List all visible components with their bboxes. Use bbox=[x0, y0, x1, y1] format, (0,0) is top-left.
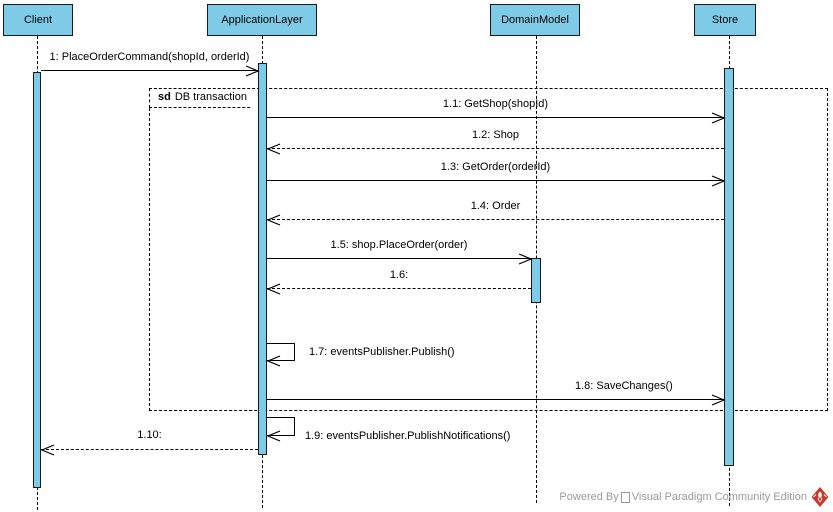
message-1-2-line[interactable] bbox=[267, 148, 724, 149]
lifeline-name-applicationlayer: ApplicationLayer bbox=[221, 14, 303, 26]
message-1-9-selfloop[interactable] bbox=[267, 417, 295, 436]
watermark-text-before: Powered By bbox=[559, 491, 619, 503]
message-1-10-label[interactable]: 1.10: bbox=[137, 429, 162, 441]
message-1-8-line[interactable] bbox=[267, 399, 724, 400]
visual-paradigm-logo-icon bbox=[811, 487, 829, 507]
message-1-7-selfloop[interactable] bbox=[267, 343, 295, 361]
lifeline-name-store: Store bbox=[711, 14, 739, 26]
lifeline-head-domainmodel[interactable]: DomainModel bbox=[490, 4, 580, 36]
message-1-arrowhead bbox=[245, 64, 260, 77]
message-1-line[interactable] bbox=[41, 70, 258, 71]
message-1-5-label[interactable]: 1.5: shop.PlaceOrder(order) bbox=[330, 239, 468, 251]
message-1-3-label[interactable]: 1.3: GetOrder(orderId) bbox=[440, 161, 551, 173]
lifeline-head-store[interactable]: Store bbox=[694, 4, 756, 36]
missing-glyph-box bbox=[620, 491, 630, 503]
lifeline-head-applicationlayer[interactable]: ApplicationLayer bbox=[207, 4, 317, 36]
message-1-3-arrowhead bbox=[711, 174, 726, 187]
fragment-operator: sd bbox=[158, 91, 171, 103]
message-1-5-line[interactable] bbox=[267, 258, 531, 259]
message-1-6-line[interactable] bbox=[267, 288, 531, 289]
message-1-6-label[interactable]: 1.6: bbox=[389, 269, 409, 281]
message-1-2-label[interactable]: 1.2: Shop bbox=[471, 129, 520, 141]
fragment-db-transaction[interactable] bbox=[149, 88, 828, 411]
activation-bar-client[interactable] bbox=[33, 72, 41, 488]
message-1-5-arrowhead bbox=[518, 252, 533, 265]
message-1-4-arrowhead bbox=[266, 213, 281, 226]
message-1-7-label[interactable]: 1.7: eventsPublisher.Publish() bbox=[309, 346, 455, 358]
watermark: Powered By Visual Paradigm Community Edi… bbox=[559, 487, 829, 507]
message-1-label[interactable]: 1: PlaceOrderCommand(shopId, orderId) bbox=[49, 51, 250, 63]
message-1-9-arrowhead bbox=[266, 430, 281, 442]
fragment-name: DB transaction bbox=[174, 91, 247, 103]
message-1-9-label[interactable]: 1.9: eventsPublisher.PublishNotification… bbox=[305, 430, 511, 442]
watermark-text-after: Visual Paradigm Community Edition bbox=[631, 491, 807, 503]
message-1-3-line[interactable] bbox=[267, 180, 724, 181]
message-1-1-line[interactable] bbox=[267, 117, 724, 118]
lifeline-name-client: Client bbox=[23, 14, 53, 26]
message-1-7-arrowhead bbox=[266, 355, 281, 367]
message-1-8-arrowhead bbox=[711, 393, 726, 406]
message-1-1-arrowhead bbox=[711, 111, 726, 124]
lifeline-head-client[interactable]: Client bbox=[3, 4, 73, 36]
message-1-2-arrowhead bbox=[266, 142, 281, 155]
message-1-10-arrowhead bbox=[40, 443, 55, 456]
message-1-4-label[interactable]: 1.4: Order bbox=[470, 200, 521, 212]
message-1-10-line[interactable] bbox=[41, 449, 258, 450]
lifeline-name-domainmodel: DomainModel bbox=[501, 14, 569, 26]
message-1-8-label[interactable]: 1.8: SaveChanges() bbox=[575, 380, 673, 392]
message-1-4-line[interactable] bbox=[267, 219, 724, 220]
message-1-1-label[interactable]: 1.1: GetShop(shopId) bbox=[442, 98, 549, 110]
message-1-6-arrowhead bbox=[266, 282, 281, 295]
activation-bar-domainmodel[interactable] bbox=[531, 258, 541, 303]
activation-bar-applicationlayer[interactable] bbox=[258, 63, 267, 455]
activation-bar-store[interactable] bbox=[724, 68, 734, 466]
